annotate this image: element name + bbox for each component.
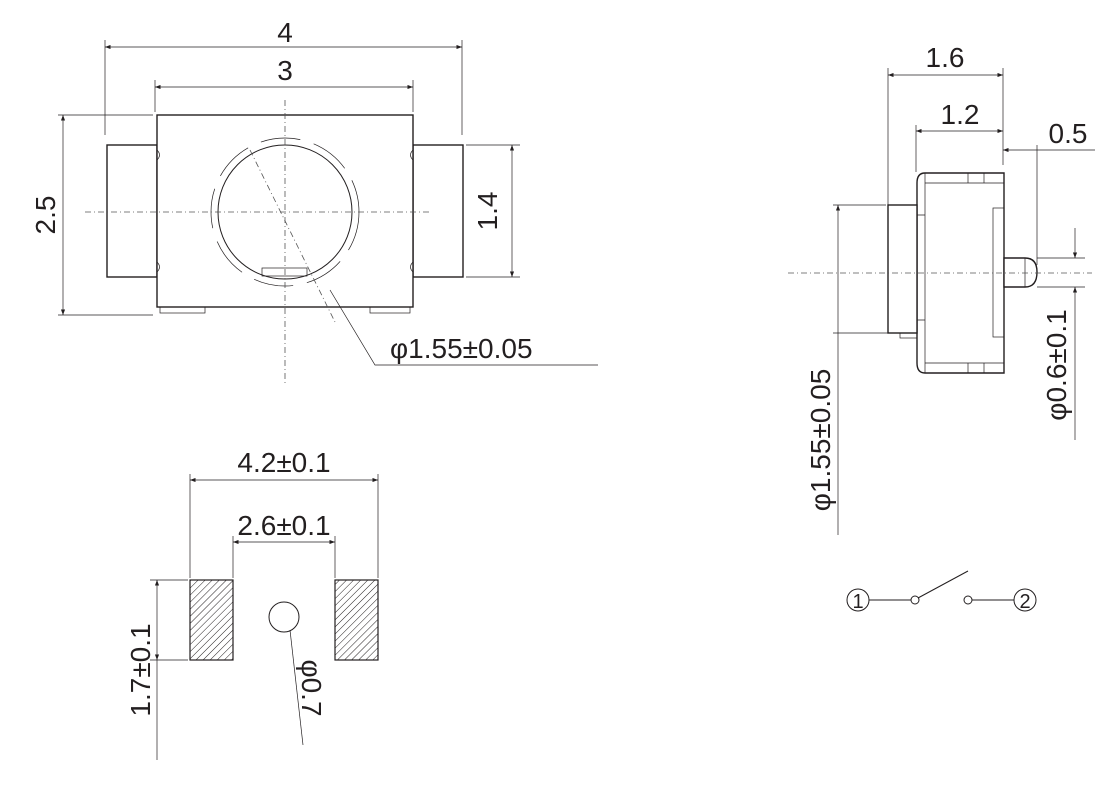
left-pad [189,579,234,661]
dim-side-button-diameter: φ1.55±0.05 [805,369,836,512]
dim-overall-width: 4 [277,17,293,48]
terminal-1-label: 1 [852,591,863,613]
dim-hole-diameter: φ0.7 [296,659,327,716]
top-view: 4 3 2.5 1.4 φ1.55±0.05 [30,17,598,385]
dim-button-diameter: φ1.55±0.05 [390,333,533,364]
plunger [1003,257,1038,288]
right-pad [334,579,379,661]
dim-overall-depth: 1.6 [926,42,965,73]
dim-plunger-diameter: φ0.6±0.1 [1041,309,1072,420]
dim-pad-height: 1.7±0.1 [125,623,156,716]
dim-height: 2.5 [30,196,61,235]
dim-body-depth: 1.2 [941,99,980,130]
pcb-footprint: 4.2±0.1 2.6±0.1 φ0.7 1.7±0.1 [125,447,379,760]
dim-body-width: 3 [277,55,293,86]
dim-plunger-length: 0.5 [1049,118,1088,149]
dim-pad-inner-gap: 2.6±0.1 [237,510,330,541]
left-terminal-tab [106,144,158,278]
right-terminal-tab [412,144,464,278]
switch-schematic: 1 2 [846,570,1037,613]
side-view: 1.6 1.2 0.5 φ1.55±0.05 φ0.6±0.1 [788,42,1095,535]
side-button [887,204,918,334]
dim-pad-outer-span: 4.2±0.1 [237,447,330,478]
locating-hole [268,601,300,633]
dim-tab-height: 1.4 [472,192,503,231]
terminal-2-label: 2 [1019,591,1030,613]
